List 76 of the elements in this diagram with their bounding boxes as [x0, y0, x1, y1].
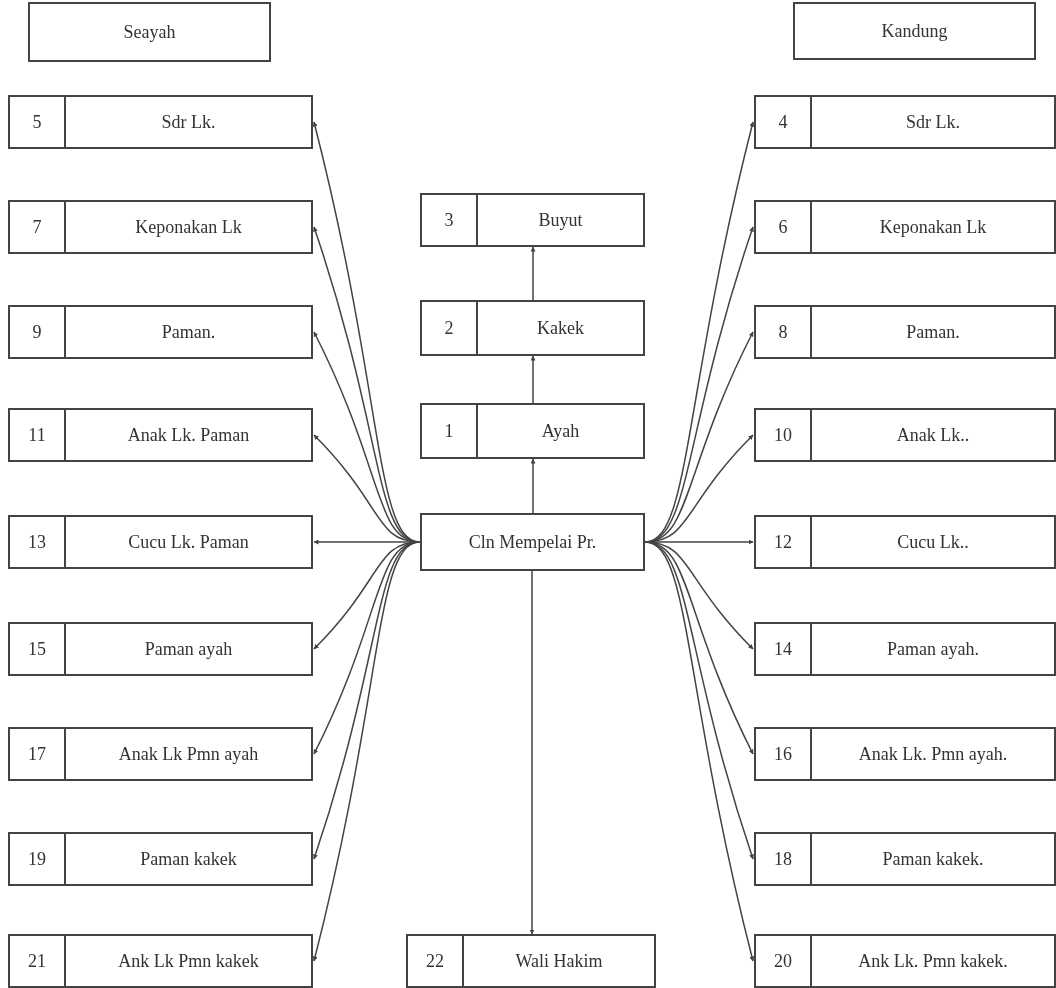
- number-label: 4: [778, 111, 788, 133]
- number-label: 3: [444, 209, 454, 231]
- number-label: 19: [28, 848, 46, 870]
- number-label: 15: [28, 638, 46, 660]
- number-label: 10: [774, 424, 792, 446]
- number-label: 7: [32, 216, 42, 238]
- number-label: 14: [774, 638, 792, 660]
- name-label: Buyut: [538, 209, 583, 231]
- name-label: Cucu Lk. Paman: [128, 531, 249, 553]
- numbered-box: [8, 200, 313, 254]
- name-label: Anak Lk Pmn ayah: [118, 743, 259, 765]
- numbered-box: [8, 408, 313, 462]
- numbered-box: [754, 305, 1056, 359]
- name-label: Keponakan Lk: [135, 216, 242, 238]
- numbered-box: [420, 300, 645, 356]
- name-label: Paman kakek.: [882, 848, 984, 870]
- name-label: Anak Lk. Pmn ayah.: [858, 743, 1008, 765]
- numbered-box: [754, 727, 1056, 781]
- name-label: Seayah: [123, 21, 176, 43]
- name-label: Ayah: [541, 420, 580, 442]
- name-label: Anak Lk..: [896, 424, 970, 446]
- numbered-box: [8, 934, 313, 988]
- numbered-box: [8, 515, 313, 569]
- numbered-box: [754, 622, 1056, 676]
- box: [28, 2, 271, 62]
- name-label: Kakek: [537, 317, 584, 339]
- numbered-box: [406, 934, 656, 988]
- arrow: [529, 570, 535, 935]
- number-label: 22: [426, 950, 444, 972]
- number-label: 17: [28, 743, 46, 765]
- numbered-box: [754, 515, 1056, 569]
- numbered-box: [8, 622, 313, 676]
- numbered-box: [8, 95, 313, 149]
- number-label: 8: [778, 321, 788, 343]
- box: [793, 2, 1036, 60]
- number-label: 11: [28, 424, 46, 446]
- box: [420, 513, 645, 571]
- numbered-box: [754, 934, 1056, 988]
- number-label: 6: [778, 216, 788, 238]
- name-label: Kandung: [881, 20, 948, 42]
- name-label: Wali Hakim: [515, 950, 603, 972]
- number-label: 20: [774, 950, 792, 972]
- number-label: 21: [28, 950, 46, 972]
- number-label: 18: [774, 848, 792, 870]
- numbered-box: [754, 408, 1056, 462]
- name-label: Paman ayah.: [887, 638, 979, 660]
- arrow: [530, 355, 536, 404]
- number-label: 12: [774, 531, 792, 553]
- name-label: Paman ayah: [144, 638, 233, 660]
- arrow: [530, 246, 536, 301]
- number-label: 2: [444, 317, 454, 339]
- numbered-box: [8, 727, 313, 781]
- name-label: Cucu Lk..: [897, 531, 969, 553]
- name-label: Paman.: [906, 321, 960, 343]
- arrow: [530, 458, 536, 514]
- numbered-box: [8, 832, 313, 886]
- numbered-box: [420, 193, 645, 247]
- name-label: Keponakan Lk: [879, 216, 987, 238]
- numbered-box: [420, 403, 645, 459]
- number-label: 13: [28, 531, 46, 553]
- name-label: Ank Lk Pmn kakek: [118, 950, 259, 972]
- name-label: Sdr Lk.: [906, 111, 960, 133]
- numbered-box: [754, 832, 1056, 886]
- numbered-box: [754, 200, 1056, 254]
- name-label: Paman kakek: [140, 848, 237, 870]
- name-label: Ank Lk. Pmn kakek.: [858, 950, 1008, 972]
- numbered-box: [8, 305, 313, 359]
- name-label: Sdr Lk.: [161, 111, 216, 133]
- numbered-box: [754, 95, 1056, 149]
- name-label: Paman.: [161, 321, 216, 343]
- name-label: Cln Mempelai Pr.: [468, 531, 597, 553]
- number-label: 16: [774, 743, 792, 765]
- number-label: 5: [32, 111, 42, 133]
- name-label: Anak Lk. Paman: [127, 424, 250, 446]
- number-label: 1: [444, 420, 454, 442]
- number-label: 9: [32, 321, 42, 343]
